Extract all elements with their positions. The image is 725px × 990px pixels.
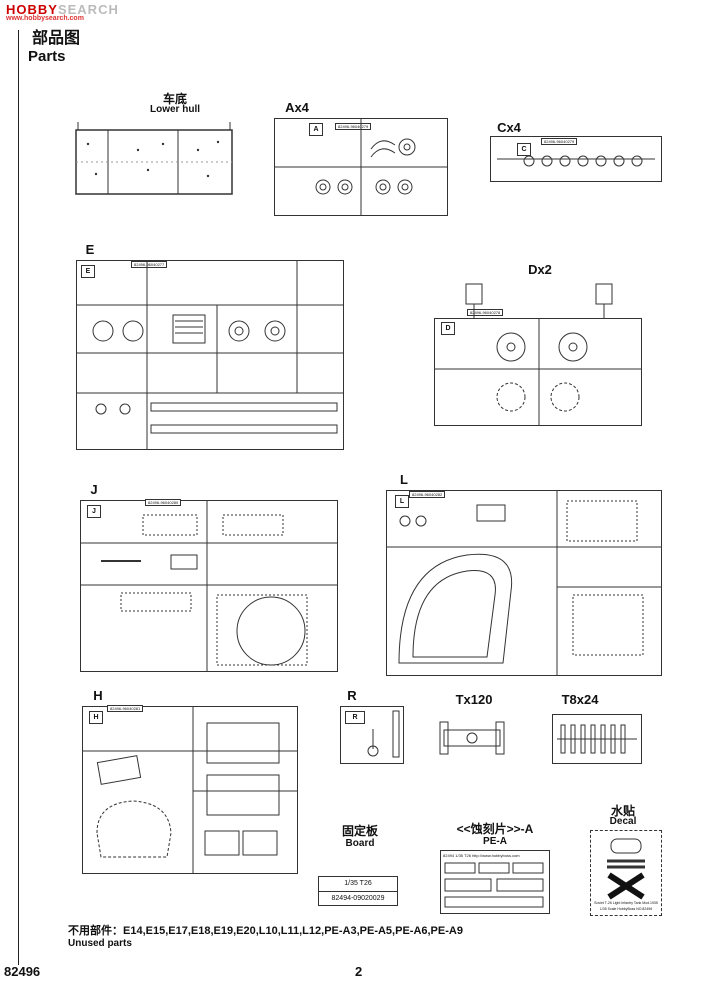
pe-parts [444,862,544,908]
sprue-a-frame: A 82496-96040279 [274,118,448,216]
sprue-c-parts [497,155,655,167]
sprue-l-code: 82496-96040282 [409,491,446,498]
sprue-a-code: 82496-96040279 [335,123,372,130]
sprue-e-code: 82496-96040277 [131,261,168,268]
track-label: Tx120 [455,692,493,707]
board-label-cn: 固定板 [341,824,378,838]
decal-markings [607,838,645,900]
decal-sheet: Soviet T-26 Light Infantry Tank Mod.1935… [590,830,662,916]
sprue-c-frame: C 82496-96040279 [490,136,662,182]
sprue-e-frame: E 82496-96040277 [76,260,344,450]
page-title-en: Parts [28,48,66,65]
sprue-d-parts [435,319,641,425]
sprue-d-drive-parts [465,283,613,318]
lower-hull-drawing [75,122,233,195]
board-line-1: 1/35 T26 [319,877,397,892]
lower-hull-label-cn: 车底 [162,92,187,106]
sprue-l-label: L [400,472,408,487]
watermark-url: www.hobbysearch.com [6,15,84,22]
sprue-l-tag: L [395,495,409,508]
sprue-c-tag: C [517,143,531,156]
sprue-h-frame: H 82496-96040281 [82,705,298,874]
sprue-e-tag: E [81,265,95,278]
watermark-brand-a: HOBBY [6,2,58,17]
sprue-j-label: J [90,482,98,497]
sprue-a-parts [275,119,447,215]
t8-label: T8x24 [561,692,599,707]
sprue-a-tag: A [309,123,323,136]
t8-frame [552,714,642,764]
unused-parts-cn: 不用部件：E14,E15,E17,E18,E19,E20,L10,L11,L12… [68,925,463,937]
sprue-d-code: 82496-96040278 [467,309,504,316]
left-frame-line [18,30,19,965]
decal-label-cn: 水贴 [610,804,635,818]
board-line-2: 82494-09020029 [331,895,385,902]
sprue-l-frame: L 82496-96040282 [386,490,662,676]
watermark-brand-b: SEARCH [57,2,119,17]
decal-caption-1: Soviet T-26 Light Infantry Tank Mod.1935 [594,901,658,905]
page-title-cn: 部品图 [32,30,81,47]
sprue-d-tag: D [441,322,455,335]
sprue-j-tag: J [87,505,101,518]
page-number: 2 [355,964,363,979]
sprue-c-label: Cx4 [497,120,521,135]
lower-hull-label-en: Lower hull [150,104,200,115]
sprue-e-label: E [85,242,95,257]
pe-header-text: 82494 1/35 T26 http://www.hobbyboss.com [443,853,520,858]
decal-caption-2: 1/35 Scale HobbyBoss NO.82496 [599,907,653,911]
sprue-j-frame: J 82496-96040280 [80,499,338,672]
sprue-c-code: 82496-96040279 [541,138,578,145]
sprue-r-frame: R [340,706,404,764]
board-label-en: Board [345,838,375,849]
pe-label-en: PE-A [483,836,507,847]
sprue-e-parts [77,261,343,449]
sprue-l-parts [387,491,661,675]
pe-label-cn: <<蚀刻片>>-A [456,822,534,836]
sprue-j-parts [81,501,337,671]
sprue-d-frame: D 82496-96040278 [434,309,642,426]
sprue-h-code: 82496-96040281 [107,705,144,712]
sprue-r-tag: R [345,711,365,724]
sprue-r-label: R [347,688,357,703]
watermark-logo: HOBBYSEARCH www.hobbysearch.com [6,2,119,22]
kit-number: 82496 [4,964,41,979]
decal-label-en: Decal [609,816,637,827]
sprue-d-label: Dx2 [528,262,552,277]
sprue-r-parts [367,710,400,758]
pe-fret: 82494 1/35 T26 http://www.hobbyboss.com [440,850,550,914]
sprue-a-label: Ax4 [285,100,309,115]
unused-parts-en: Unused parts [68,938,132,949]
sprue-h-label: H [93,688,103,703]
sprue-h-tag: H [89,711,103,724]
t8-parts [557,724,637,754]
board-plate: 1/35 T26 82494-09020029 [318,876,398,906]
sprue-j-code: 82496-96040280 [145,499,182,506]
track-link-drawing [439,721,505,755]
sprue-h-parts [83,707,297,873]
